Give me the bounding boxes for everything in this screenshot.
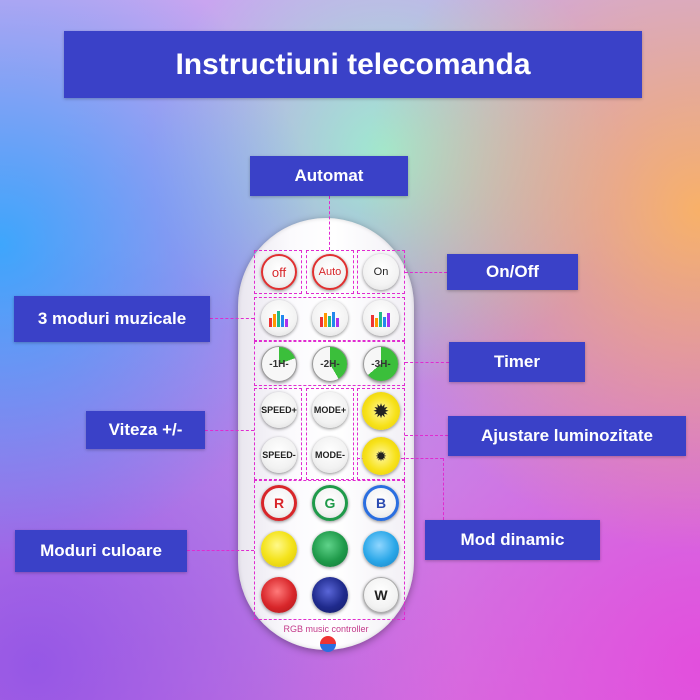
- dynamic-leader-v: [443, 458, 444, 520]
- label-dynamic-mode: Mod dinamic: [425, 520, 600, 560]
- deep-blue-color-button[interactable]: [312, 577, 348, 613]
- white-color-button[interactable]: W: [363, 577, 399, 613]
- equalizer-icon: [320, 312, 339, 327]
- timer-1h-button[interactable]: -1H-: [261, 346, 297, 382]
- red-color-button[interactable]: [261, 577, 297, 613]
- timer-group-box: [254, 341, 405, 386]
- g-label: G: [324, 495, 336, 511]
- red-letter-button[interactable]: R: [261, 485, 297, 521]
- timer-3h-button[interactable]: -3H-: [363, 346, 399, 382]
- onoff-leader: [405, 272, 447, 273]
- page-title: Instructiuni telecomanda: [64, 31, 642, 98]
- music-leader: [210, 318, 254, 319]
- mode-plus-button[interactable]: MODE+: [312, 392, 348, 428]
- sun-small-icon: ✹: [375, 447, 387, 464]
- timer-leader: [405, 362, 449, 363]
- brightness-down-button[interactable]: ✹: [362, 437, 400, 475]
- green-color-button[interactable]: [312, 531, 348, 567]
- off-button-label: off: [271, 264, 287, 280]
- auto-group-box: [306, 250, 354, 294]
- dynamic-leader-h: [357, 458, 443, 459]
- colors-group-box: [254, 480, 405, 620]
- yellow-color-button[interactable]: [261, 531, 297, 567]
- music-mode-3-button[interactable]: [363, 300, 399, 336]
- timer-2h-button[interactable]: -2H-: [312, 346, 348, 382]
- speed-minus-button[interactable]: SPEED-: [261, 437, 297, 473]
- automat-leader: [329, 196, 330, 250]
- music-mode-2-button[interactable]: [312, 300, 348, 336]
- timer-3h-label: -3H-: [371, 358, 391, 370]
- cyan-color-button[interactable]: [363, 531, 399, 567]
- brightness-leader: [405, 435, 448, 436]
- equalizer-icon: [269, 311, 288, 327]
- brand-text: RGB music controller: [283, 624, 369, 634]
- label-music-modes: 3 moduri muzicale: [14, 296, 210, 342]
- label-automat: Automat: [250, 156, 408, 196]
- b-label: B: [375, 495, 387, 511]
- speed-leader: [205, 430, 254, 431]
- colors-leader: [187, 550, 254, 551]
- auto-button-label: Auto: [318, 266, 342, 278]
- timer-2h-label: -2H-: [320, 358, 340, 370]
- off-group-box: [254, 250, 302, 294]
- label-speed: Viteza +/-: [86, 411, 205, 449]
- music-group-box: [254, 297, 405, 341]
- blue-letter-button[interactable]: B: [363, 485, 399, 521]
- label-timer: Timer: [449, 342, 585, 382]
- label-brightness: Ajustare luminozitate: [448, 416, 686, 456]
- on-button[interactable]: On: [363, 254, 399, 290]
- brightness-up-button[interactable]: ✹: [362, 392, 400, 430]
- speed-group-box: [254, 388, 302, 480]
- sun-icon: ✹: [372, 400, 390, 423]
- brand-logo-icon: [320, 636, 336, 652]
- w-label: W: [374, 587, 388, 603]
- music-mode-1-button[interactable]: [261, 300, 297, 336]
- speed-plus-button[interactable]: SPEED+: [261, 392, 297, 428]
- auto-button[interactable]: Auto: [312, 254, 348, 290]
- mode-minus-button[interactable]: MODE-: [312, 437, 348, 473]
- brightness-group-box: [357, 388, 405, 480]
- on-button-label: On: [373, 266, 389, 278]
- r-label: R: [273, 495, 285, 511]
- label-color-modes: Moduri culoare: [15, 530, 187, 572]
- green-letter-button[interactable]: G: [312, 485, 348, 521]
- timer-1h-label: -1H-: [269, 358, 289, 370]
- label-onoff: On/Off: [447, 254, 578, 290]
- on-group-box: [357, 250, 405, 294]
- mode-group-box: [306, 388, 354, 480]
- equalizer-icon: [371, 312, 390, 327]
- off-button[interactable]: off: [261, 254, 297, 290]
